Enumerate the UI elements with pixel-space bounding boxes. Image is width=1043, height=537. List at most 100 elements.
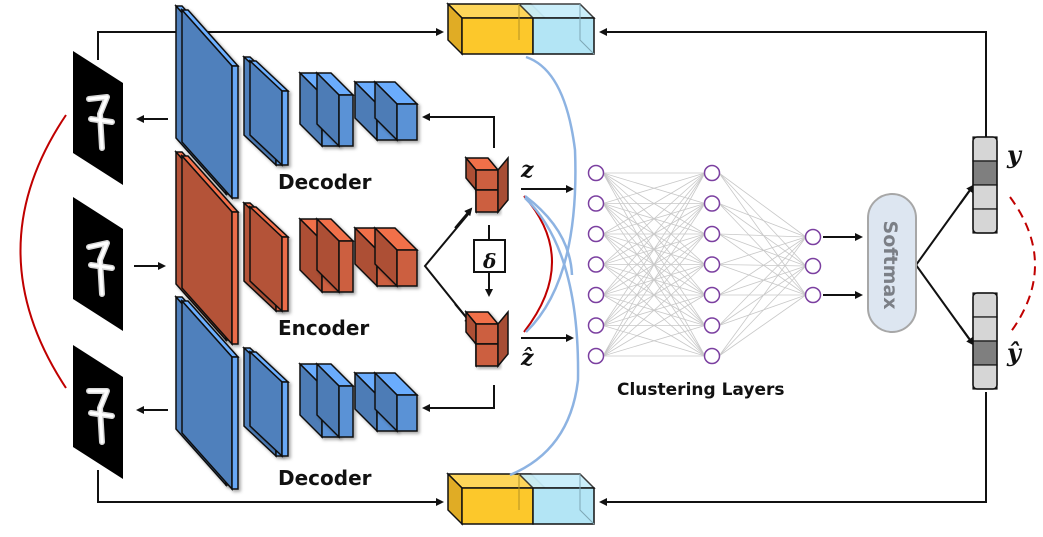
nn-edge <box>602 325 706 357</box>
arrow-softmax-to-y <box>959 184 975 205</box>
nn-edge <box>718 265 807 357</box>
nn-edge <box>718 233 807 238</box>
nn-edge <box>602 203 706 357</box>
neuron <box>587 225 605 243</box>
neuron <box>587 256 605 273</box>
concat-cyan-top <box>517 3 596 19</box>
fork-arrow-z <box>454 207 473 229</box>
concat-cyan-front <box>532 487 595 525</box>
zhat-symbol: ẑ <box>521 345 534 371</box>
nn-edge <box>602 172 706 204</box>
nn-edge <box>718 236 807 326</box>
softmax-block: Softmax <box>867 193 917 333</box>
nn-edge <box>718 236 807 357</box>
neuron <box>703 195 721 212</box>
conv-layer-4b <box>373 226 419 288</box>
encoder-fork <box>423 211 471 323</box>
nn-edge <box>718 265 807 296</box>
clustering-layers-label: Clustering Layers <box>617 380 785 400</box>
yhat-symbol: ŷ <box>1007 338 1021 367</box>
decoder-stack-top <box>174 4 419 200</box>
clustering-neurons <box>587 164 822 365</box>
vector-cell <box>972 160 998 186</box>
concat-cyan-hidden-edge <box>579 4 595 55</box>
latent-depth <box>497 155 509 215</box>
nn-edge <box>718 172 807 238</box>
conv-layer-3b-front <box>338 94 354 147</box>
vector-cell <box>972 208 998 234</box>
conv-layer-3b-front <box>338 385 354 438</box>
neuron <box>587 317 605 334</box>
encoder-label: Encoder <box>278 316 370 340</box>
output-vector-y <box>972 136 998 234</box>
nn-edge <box>718 203 807 267</box>
nn-edge <box>718 236 807 265</box>
conv-layer-1b <box>180 154 240 346</box>
softmax-fork <box>914 189 971 341</box>
vector-cell <box>972 316 998 342</box>
concat-block-bottom <box>446 472 596 526</box>
vector-cell <box>972 364 998 390</box>
cross-arc-blue-top <box>525 55 577 333</box>
conv-layer-2b <box>248 59 290 167</box>
latent-part-top-front <box>475 323 499 345</box>
nn-edge <box>602 172 706 296</box>
conv-layer-2b-side <box>249 59 283 167</box>
conv-layer-1b-front <box>231 356 239 490</box>
digit-seven-core <box>87 95 114 150</box>
latent-part-bottom <box>474 188 500 214</box>
zhat-to-decoder-bottom <box>422 385 495 412</box>
nn-edge <box>602 233 706 357</box>
digit-seven-core <box>87 241 114 296</box>
input-digit <box>73 197 123 331</box>
conv-layer-2b-side <box>249 350 283 458</box>
latent-part-top <box>464 309 500 347</box>
decoder-top-label: Decoder <box>278 170 372 194</box>
nn-edge <box>718 236 807 296</box>
reconstructed-digit-top <box>73 51 123 185</box>
nn-edge <box>718 203 807 296</box>
conv-layer-3b-front <box>338 240 354 293</box>
encoder-stack <box>174 150 419 346</box>
arrow-softmax-to-yhat <box>959 325 975 346</box>
output-vector-yhat <box>972 292 998 390</box>
vector-cell <box>972 340 998 366</box>
concat-block-top <box>446 2 596 56</box>
conv-layer-2b-front <box>281 236 289 312</box>
neuron <box>703 225 721 243</box>
latent-z-block <box>464 155 509 215</box>
reconstructed-digit-bottom <box>73 345 123 479</box>
concat-yellow-front <box>461 17 534 55</box>
vector-cell <box>972 292 998 318</box>
nn-edge <box>718 264 807 296</box>
reconstruction-arc-left <box>19 114 67 389</box>
latent-part-bottom-front <box>475 343 499 367</box>
softmax-label: Softmax <box>879 220 901 310</box>
latent-part-top <box>464 155 500 193</box>
neuron <box>703 164 721 182</box>
concat-cyan-top <box>517 473 596 489</box>
conv-layer-3b <box>315 71 355 148</box>
decoder-bottom-label: Decoder <box>278 466 372 490</box>
decoder-stack-bottom <box>174 295 419 491</box>
conv-layer-4b <box>373 371 419 433</box>
neuron <box>587 347 605 365</box>
conv-layer-3b <box>315 217 355 294</box>
nn-edge <box>602 264 706 357</box>
neuron <box>703 317 721 334</box>
conv-layer-2b <box>248 205 290 313</box>
nn-edge <box>718 264 807 267</box>
conv-layer-1b-front <box>231 211 239 345</box>
nn-edge <box>602 172 706 265</box>
latent-depth <box>497 309 509 369</box>
conv-layer-4b-front <box>396 103 418 141</box>
nn-edge <box>718 233 807 296</box>
nn-edge <box>718 172 807 296</box>
cross-arc-blue-bottom <box>509 197 580 477</box>
conv-layer-1b <box>180 299 240 491</box>
prediction-arc-dashed <box>1009 196 1036 334</box>
z-to-decoder-top <box>422 113 495 148</box>
clustering-edges <box>602 172 807 357</box>
conv-layer-2b-front <box>281 90 289 166</box>
neuron <box>587 164 605 182</box>
